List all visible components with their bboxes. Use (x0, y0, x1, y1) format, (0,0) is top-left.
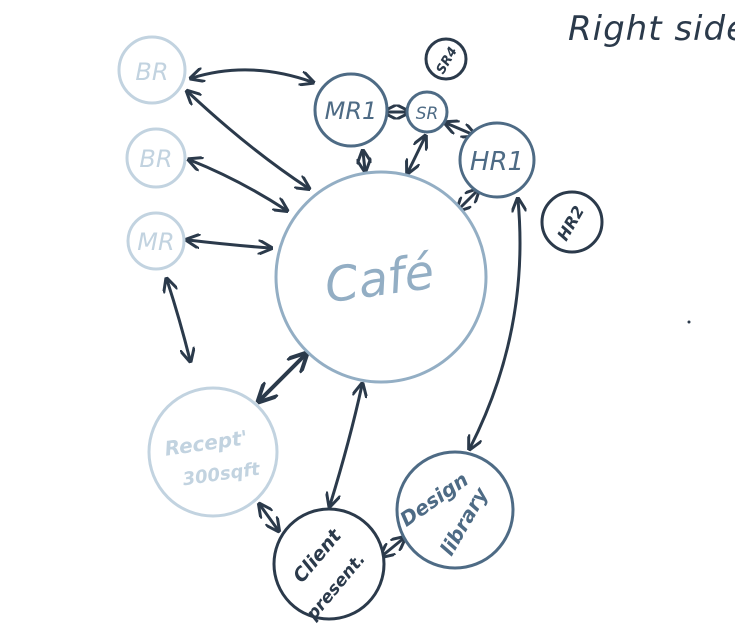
node-reception: Recept' 300sqft (147, 386, 279, 518)
arrow-mrleft-cafe (188, 240, 270, 248)
arrow-brtop-mr1 (192, 70, 312, 82)
arrow-hr1-design (470, 200, 520, 448)
node-sr4: SR4 (424, 37, 468, 81)
node-hr2: HR2 (540, 190, 604, 254)
arrow-cafe-reception (260, 355, 305, 400)
node-design-library: Design library (395, 450, 515, 570)
arrow-sr-cafe (408, 137, 425, 172)
arrow-sr-hr1 (446, 123, 474, 135)
node-br-mid-label: BR (139, 145, 172, 173)
node-mr1: MR1 (313, 72, 389, 148)
arrow-mrleft-reception (167, 280, 190, 360)
arrow-reception-client (260, 505, 278, 530)
arrow-mr1-cafe (363, 152, 365, 170)
stray-dot (687, 320, 691, 324)
node-hr1-label: HR1 (470, 147, 524, 177)
node-cafe: Café (274, 170, 488, 384)
node-br-mid: BR (125, 127, 187, 189)
node-mr-left-label: MR (137, 228, 174, 256)
arrow-client-design (382, 538, 404, 556)
node-mr-left: MR (126, 211, 186, 271)
arrow-brtop-cafe (188, 92, 308, 188)
node-client-present: Client present. (272, 507, 386, 625)
arrow-brmid-cafe (190, 160, 286, 210)
node-hr1: HR1 (458, 121, 536, 199)
node-sr-label: SR (416, 104, 439, 124)
arrow-cafe-client (330, 385, 362, 505)
node-sr: SR (405, 90, 449, 134)
node-br-top: BR (117, 35, 187, 105)
node-br-top-label: BR (135, 58, 168, 86)
page-title: Right side' (568, 9, 735, 49)
node-mr1-label: MR1 (325, 97, 378, 125)
